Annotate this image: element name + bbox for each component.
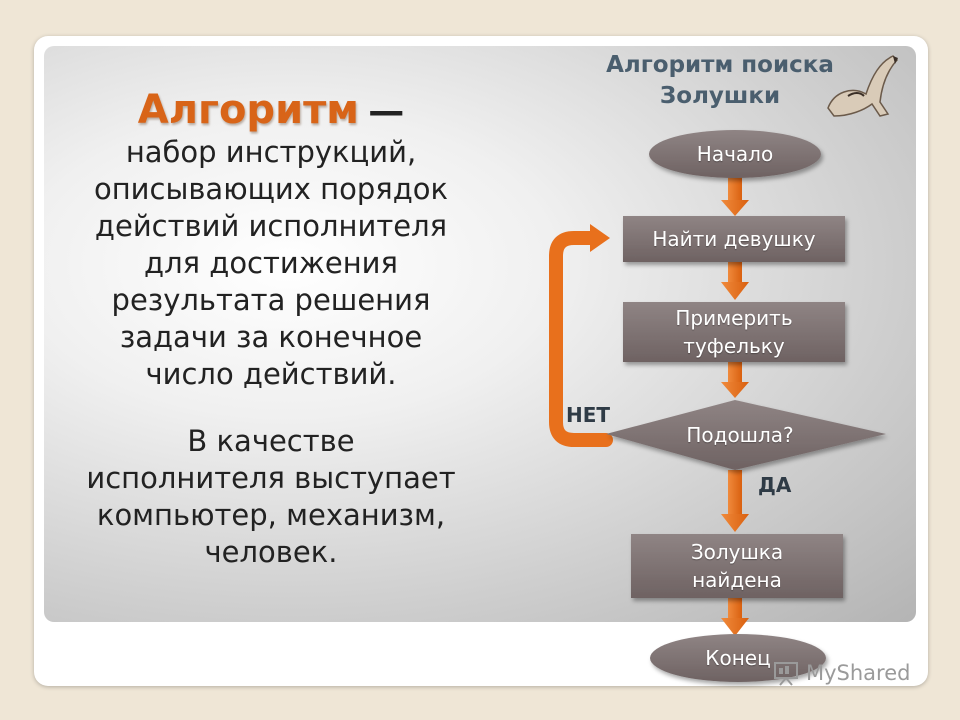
arrow-start-to-find [721,176,749,216]
arrow-tryon-to-decision [721,362,749,398]
try-on-label: Примерить туфельку [675,306,793,358]
flowchart-title: Алгоритм поиска Золушки [606,52,834,109]
find-girl-box [623,216,845,262]
found-box [631,534,843,598]
found-label: Золушка найдена [690,540,784,592]
start-node-label: Начало [696,142,774,166]
definition-dash: — [368,91,405,132]
arrow-find-to-tryon [721,262,749,300]
definition-heading: Алгоритм — [56,90,486,132]
definition-text: набор инструкций, описывающих порядок де… [93,135,449,391]
definition-term: Алгоритм [137,87,359,133]
watermark-text: MyShared [806,661,911,685]
end-node-label: Конец [705,646,771,670]
arrow-decision-to-found [721,470,749,532]
arrow-found-to-end [721,598,749,636]
start-node [649,130,821,178]
loop-back-arrow [549,224,613,447]
executor-text: В качестве исполнителя выступает компьют… [86,424,456,569]
presentation-icon [774,662,798,686]
decision-diamond [606,400,886,470]
watermark: MyShared [772,660,910,686]
definition-block: Алгоритм — набор инструкций, описывающих… [56,90,486,571]
try-on-box [623,302,845,362]
decision-label: Подошла? [686,423,794,447]
high-heel-shoe-icon [827,55,899,117]
yes-branch-label: ДА [758,473,792,497]
no-branch-label: НЕТ [566,403,611,427]
find-girl-label: Найти девушку [652,227,816,251]
